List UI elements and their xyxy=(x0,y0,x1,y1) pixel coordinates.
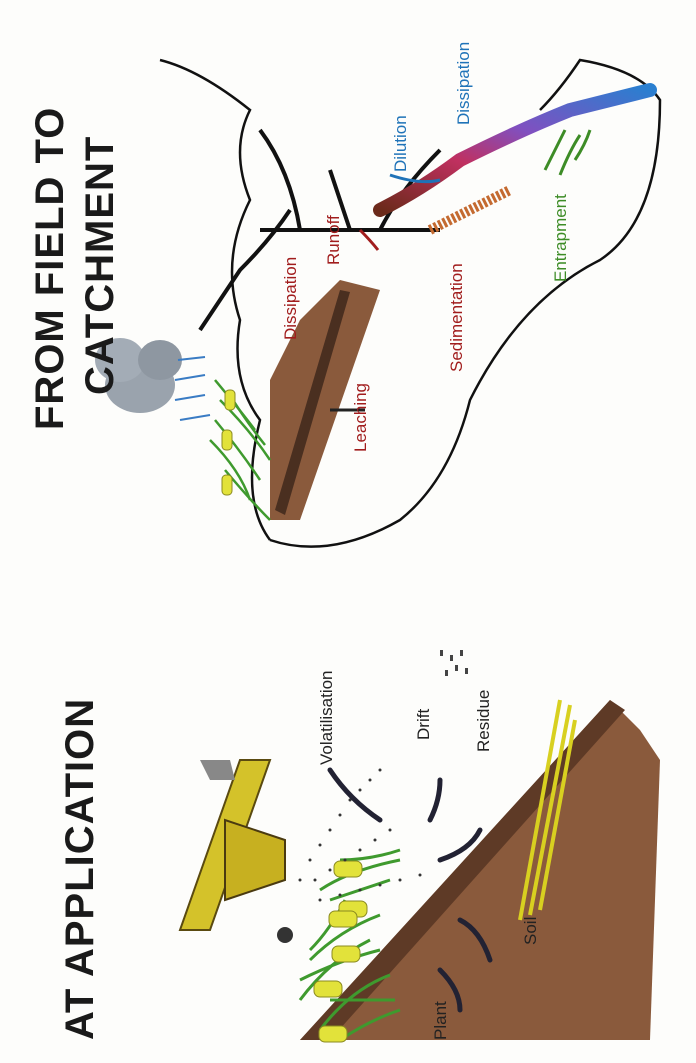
spray-cloud xyxy=(299,769,422,902)
label-runoff: Runoff xyxy=(325,215,342,265)
entrapment-plants xyxy=(545,130,590,175)
title-catchment: CATCHMENT xyxy=(80,136,120,395)
label-sedimentation: Sedimentation xyxy=(448,263,465,372)
label-leaching: Leaching xyxy=(352,383,369,452)
label-volatilisation: Volatilisation xyxy=(318,670,335,765)
label-residue: Residue xyxy=(475,690,492,752)
label-drift: Drift xyxy=(415,709,432,740)
label-plant: Plant xyxy=(432,1001,449,1040)
label-dilution: Dilution xyxy=(392,115,409,172)
catchment-boundary-top xyxy=(160,60,270,540)
title-from-field-to: FROM FIELD TO xyxy=(30,107,70,430)
crop-duster-aircraft xyxy=(180,760,293,943)
title-at-application: AT APPLICATION xyxy=(60,698,100,1040)
sediment-band xyxy=(430,190,510,230)
label-soil: Soil xyxy=(522,917,539,945)
label-entrapment: Entrapment xyxy=(552,194,569,282)
drift-particles xyxy=(440,650,468,676)
label-dissipation-field: Dissipation xyxy=(282,257,299,340)
crop-plants-right xyxy=(210,380,270,520)
label-dissipation-river: Dissipation xyxy=(455,42,472,125)
main-river xyxy=(380,90,650,210)
